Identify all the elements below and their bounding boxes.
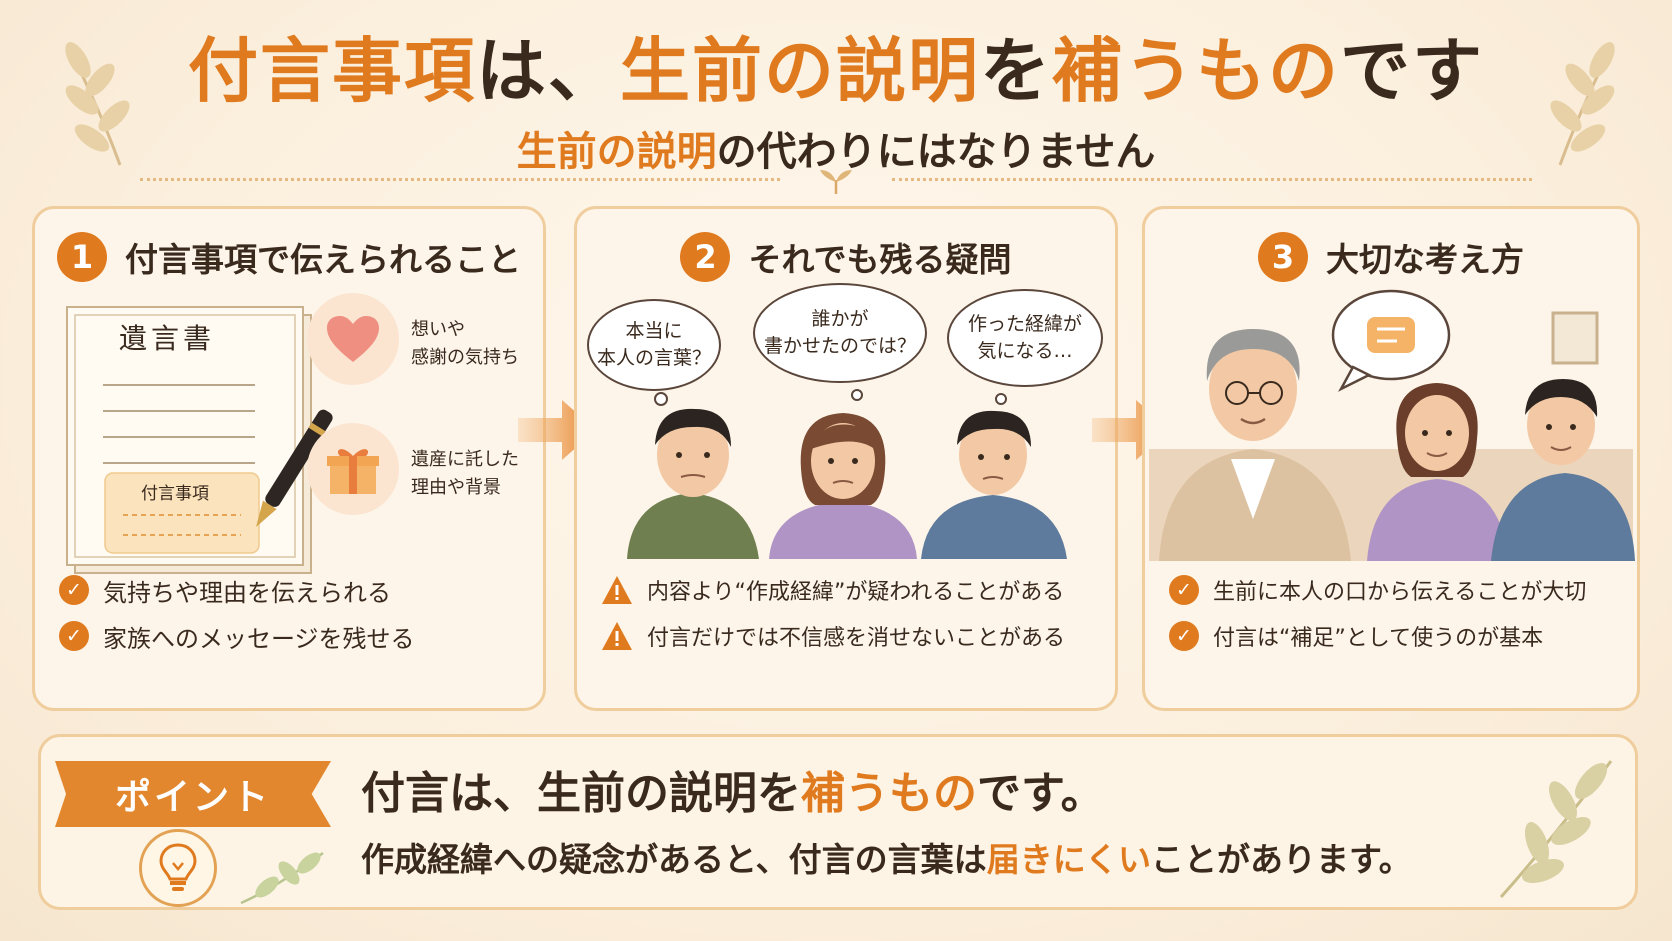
reason-item-line2: 理由や背景 (411, 477, 501, 498)
document-section-label: 付言事項 (141, 484, 209, 504)
speech-bubble: 誰かが 書かせたのでは？ (753, 283, 927, 383)
reason-item: 遺産に託した 理由や背景 (307, 423, 543, 515)
leaf-branch-bottom-right-icon (1499, 760, 1613, 898)
point-tag: ポイント (55, 761, 331, 827)
leaf-branch-right-icon (1550, 42, 1615, 166)
panel-3-bullets: ✓ 生前に本人の口から伝えることが大切 ✓ 付言は“補足”として使うのが基本 (1169, 567, 1619, 659)
page-title: 付言事項は、生前の説明を補うものです (188, 30, 1484, 112)
heart-icon (327, 316, 379, 362)
speech-bubble: 本当に 本人の言葉？ (587, 299, 721, 391)
feeling-item-line2: 感謝の気持ち (411, 347, 519, 368)
will-document-icon (66, 306, 333, 574)
list-item: ✓ 生前に本人の口から伝えることが大切 (1169, 567, 1619, 613)
panel-1-title: 付言事項で伝えられること (125, 240, 521, 279)
speech-bubble: 作った経緯が 気になる… (947, 289, 1103, 387)
panel-2-bullets: 内容より“作成経緯”が疑われることがある 付言だけでは不信感を消せないことがある (601, 567, 1097, 659)
lightbulb-icon (159, 843, 197, 891)
leaf-branch-left-icon (65, 42, 130, 166)
point-sub-message: 作成経緯への疑念があると、付言の言葉は届きにくいことがあります。 (361, 840, 1412, 879)
gift-icon (327, 449, 379, 494)
reason-item-line1: 遺産に託した (411, 449, 519, 470)
panel-3-title: 大切な考え方 (1326, 240, 1524, 279)
divider-right (892, 178, 1532, 181)
divider-left (140, 178, 780, 181)
point-summary-box: ポイント 付言は、生前の説明を補うものです。 作成経緯への疑念があると、付言の言… (38, 734, 1638, 910)
gift-circle (307, 423, 399, 515)
warning-icon (602, 622, 632, 650)
feeling-item-line1: 想いや (411, 319, 465, 340)
check-icon: ✓ (59, 621, 89, 651)
point-main-message: 付言は、生前の説明を補うものです。 (361, 768, 1105, 819)
header: 付言事項は、生前の説明を補うものです 生前の説明の代わりにはなりません (0, 0, 1672, 200)
panel-2-header: 2 それでも残る疑問 (577, 227, 1115, 287)
leaf-sprig-icon (240, 851, 324, 905)
panel-2-title: それでも残る疑問 (748, 240, 1012, 279)
list-item: 付言だけでは不信感を消せないことがある (601, 613, 1097, 659)
panel-3-header: 3 大切な考え方 (1145, 227, 1637, 287)
check-icon: ✓ (1169, 621, 1199, 651)
sprout-icon (820, 170, 852, 194)
feeling-item: 想いや 感謝の気持ち (307, 293, 543, 385)
step-number-badge: 1 (57, 232, 107, 282)
heart-circle (307, 293, 399, 385)
page-subtitle: 生前の説明の代わりにはなりません (516, 129, 1156, 175)
step-number-badge: 3 (1258, 232, 1308, 282)
list-item: 内容より“作成経緯”が疑われることがある (601, 567, 1097, 613)
panel-what-can-be-conveyed: 1 付言事項で伝えられること 遺言書 付言事項 想いや 感謝の気持ち (32, 206, 546, 711)
check-icon: ✓ (1169, 575, 1199, 605)
worried-family-illustration (627, 389, 1067, 559)
panel-1-header: 1 付言事項で伝えられること (35, 227, 543, 287)
document-title: 遺言書 (119, 322, 216, 355)
lightbulb-circle (139, 829, 217, 907)
panel-remaining-doubts: 2 それでも残る疑問 本当に 本人の言葉？ 誰かが 書かせたのでは？ 作った経緯… (574, 206, 1118, 711)
family-talk-illustration (1149, 289, 1635, 561)
check-icon: ✓ (59, 575, 89, 605)
list-item: ✓ 家族へのメッセージを残せる (59, 613, 525, 659)
list-item: ✓ 気持ちや理由を伝えられる (59, 567, 525, 613)
panel-important-idea: 3 大切な考え方 ✓ 生前に本 (1142, 206, 1640, 711)
step-number-badge: 2 (680, 232, 731, 282)
list-item: ✓ 付言は“補足”として使うのが基本 (1169, 613, 1619, 659)
warning-icon (602, 576, 632, 604)
panel-1-bullets: ✓ 気持ちや理由を伝えられる ✓ 家族へのメッセージを残せる (59, 567, 525, 659)
